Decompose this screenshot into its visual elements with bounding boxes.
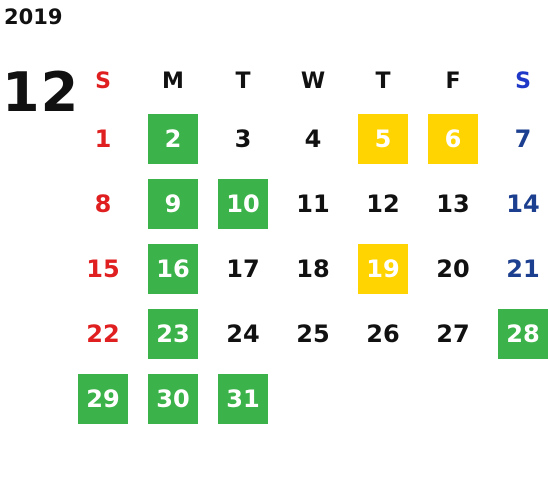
calendar-cell-empty [278,366,348,431]
calendar-day-highlighted-yellow: 6 [428,113,478,164]
calendar-cell-empty [348,366,418,431]
calendar-cell: 30 [138,366,208,431]
calendar-cell: 31 [208,366,278,431]
calendar-day: 11 [296,189,330,218]
calendar-day: 17 [226,254,260,283]
calendar-cell: 18 [278,236,348,301]
calendar-day-highlighted-green: 16 [148,243,198,294]
calendar-day: 3 [234,124,252,153]
calendar-cell: 22 [68,301,138,366]
calendar-cell: 15 [68,236,138,301]
calendar-cell: 2 [138,106,208,171]
calendar-cell: 4 [278,106,348,171]
calendar-day: 25 [296,319,330,348]
calendar-day-highlighted-green: 31 [218,373,268,424]
calendar-day-highlighted-green: 28 [498,308,548,359]
calendar-cell: 8 [68,171,138,236]
calendar-cell: 11 [278,171,348,236]
calendar-cell: 27 [418,301,488,366]
calendar-cell: 3 [208,106,278,171]
calendar-day: 8 [94,189,112,218]
calendar-cell-empty [488,366,548,431]
calendar-cell: 25 [278,301,348,366]
calendar-day: 27 [436,319,470,348]
month-number: 12 [2,61,80,124]
calendar-day: 15 [86,254,120,283]
calendar-day-highlighted-green: 9 [148,178,198,229]
weekday-saturday: S [515,68,531,94]
calendar-cell: 26 [348,301,418,366]
calendar-cell: 14 [488,171,548,236]
calendar-cell: 5 [348,106,418,171]
calendar-day: 21 [506,254,540,283]
calendar-day: 7 [514,124,532,153]
weekday-thursday: T [375,68,391,94]
calendar-cell: 1 [68,106,138,171]
calendar-day-highlighted-yellow: 19 [358,243,408,294]
calendar-cell: 19 [348,236,418,301]
calendar-day-highlighted-yellow: 5 [358,113,408,164]
calendar-day: 4 [304,124,322,153]
calendar-day-highlighted-green: 23 [148,308,198,359]
calendar-day: 12 [366,189,400,218]
calendar-day: 22 [86,319,120,348]
year-label: 2019 [4,5,63,29]
calendar-day: 18 [296,254,330,283]
calendar-day-highlighted-green: 2 [148,113,198,164]
calendar-cell: 21 [488,236,548,301]
calendar-cell: 12 [348,171,418,236]
calendar-day: 24 [226,319,260,348]
calendar-day: 14 [506,189,540,218]
calendar-cell-empty [418,366,488,431]
weekday-wednesday: W [300,68,326,94]
calendar-cell: 10 [208,171,278,236]
calendar-cell: 23 [138,301,208,366]
calendar-day: 20 [436,254,470,283]
calendar-cell: 6 [418,106,488,171]
weekday-friday: F [445,68,461,94]
calendar-cell: 29 [68,366,138,431]
calendar-cell: 9 [138,171,208,236]
calendar-grid: S M T W T F S 1 2 3 4 5 6 7 8 9 10 11 12… [68,56,548,431]
weekday-monday: M [162,68,184,94]
weekday-sunday: S [95,68,111,94]
calendar-cell: 16 [138,236,208,301]
calendar-day: 1 [94,124,112,153]
calendar-cell: 13 [418,171,488,236]
calendar-day: 26 [366,319,400,348]
calendar-day-highlighted-green: 29 [78,373,128,424]
calendar-day: 13 [436,189,470,218]
calendar-cell: 17 [208,236,278,301]
calendar-cell: 24 [208,301,278,366]
calendar-cell: 7 [488,106,548,171]
calendar-cell: 28 [488,301,548,366]
calendar-day-highlighted-green: 30 [148,373,198,424]
calendar-day-highlighted-green: 10 [218,178,268,229]
weekday-tuesday: T [235,68,251,94]
calendar-cell: 20 [418,236,488,301]
